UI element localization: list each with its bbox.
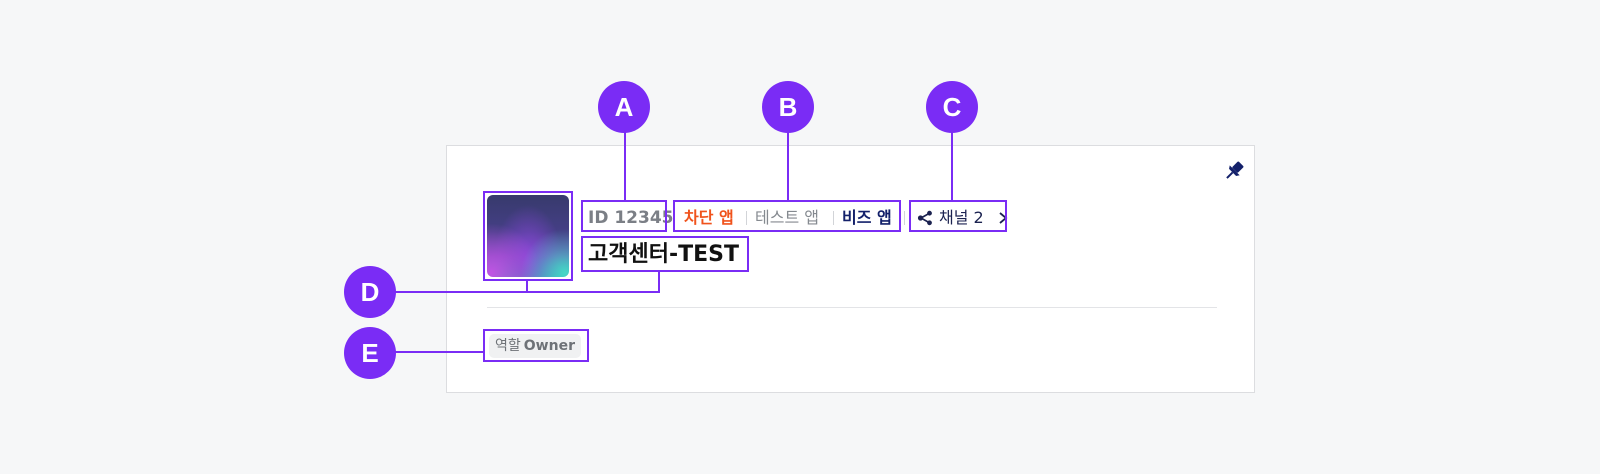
pin-icon[interactable] <box>1222 159 1246 183</box>
connector-d-horizontal <box>394 291 660 293</box>
connector-e <box>394 351 483 353</box>
tag-biz-app: 비즈 앱 <box>842 208 892 227</box>
role-label: 역할 <box>495 338 521 354</box>
connector-b <box>787 132 789 200</box>
annotation-box-channel <box>909 200 1007 232</box>
annotation-box-role <box>483 329 589 362</box>
tag-separator <box>904 211 905 225</box>
app-avatar <box>487 195 569 277</box>
tag-separator <box>746 211 747 225</box>
annotation-box-title <box>581 236 749 272</box>
annotation-box-tags <box>673 200 901 232</box>
channel-label: 채널 2 <box>939 208 984 227</box>
tag-test-app: 테스트 앱 <box>755 208 819 227</box>
annotation-box-avatar <box>483 191 573 281</box>
annotation-box-id <box>581 200 667 232</box>
role-value: Owner <box>523 338 575 354</box>
app-id: ID 12345 <box>588 208 674 228</box>
callout-e: E <box>344 327 396 379</box>
callout-c: C <box>926 81 978 133</box>
callout-d: D <box>344 266 396 318</box>
callout-b: B <box>762 81 814 133</box>
connector-a <box>624 132 626 200</box>
share-icon <box>917 210 932 226</box>
connector-d-avatar <box>526 281 528 293</box>
connector-c <box>951 132 953 200</box>
callout-a: A <box>598 81 650 133</box>
app-title: 고객센터-TEST <box>588 242 739 267</box>
connector-d-title <box>658 272 660 293</box>
tag-separator <box>833 211 834 225</box>
tag-blocked-app: 차단 앱 <box>684 208 734 227</box>
divider <box>487 307 1217 308</box>
